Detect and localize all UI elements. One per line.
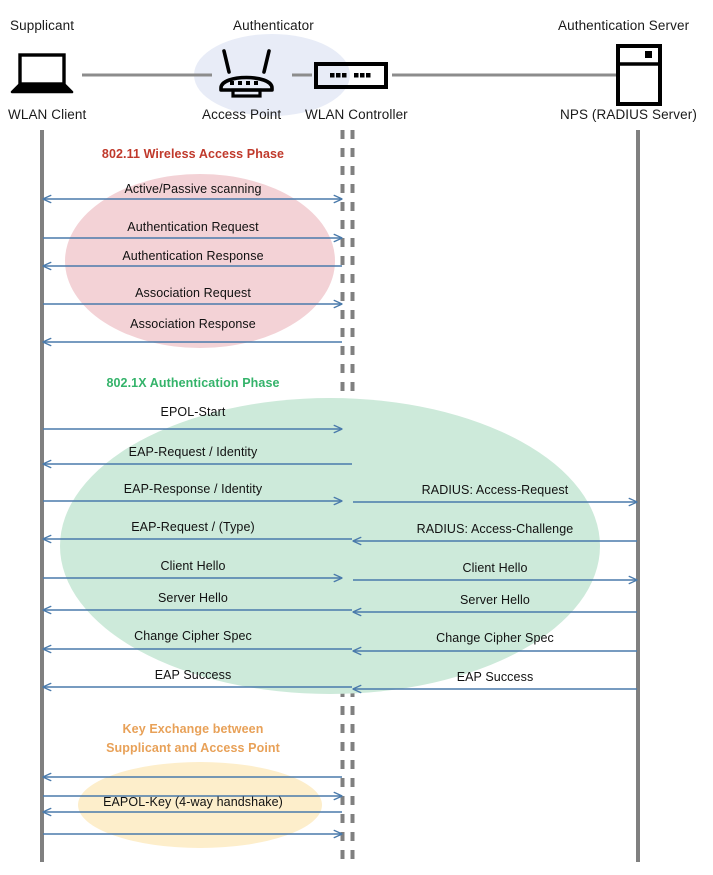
msg-client-hello-left: Client Hello: [160, 559, 226, 573]
msg-association-request: Association Request: [135, 286, 251, 300]
phase-label-key-exchange-line2: Supplicant and Access Point: [106, 741, 280, 755]
msg-client-hello-right: Client Hello: [462, 561, 528, 575]
msg-eap-success-right: EAP Success: [456, 670, 534, 684]
phase-label-key-exchange-line1: Key Exchange between: [122, 722, 264, 736]
role-title-supplicant: Supplicant: [10, 18, 75, 33]
msg-eap-request-identity: EAP-Request / Identity: [128, 445, 258, 459]
msg-authentication-response: Authentication Response: [122, 249, 264, 263]
phase-3-arrows: [43, 777, 342, 834]
msg-radius-access-challenge: RADIUS: Access-Challenge: [416, 522, 574, 536]
msg-authentication-request: Authentication Request: [127, 220, 259, 234]
device-label-wlan-client: WLAN Client: [8, 107, 87, 122]
phase-1-arrows: [43, 199, 342, 342]
msg-radius-access-request: RADIUS: Access-Request: [421, 483, 569, 497]
msg-eapol-key-4-way-handshake: EAPOL-Key (4-way handshake): [103, 795, 283, 809]
device-label-wlan-controller: WLAN Controller: [305, 107, 408, 122]
msg-association-response: Association Response: [130, 317, 256, 331]
authenticator-ellipse: [194, 34, 350, 116]
access-point-icon: [219, 49, 274, 98]
phase-label-dot1x: 802.1X Authentication Phase: [106, 376, 280, 390]
msg-eap-response-identity: EAP-Response / Identity: [123, 482, 263, 496]
server-icon: [616, 44, 662, 106]
laptop-icon: [10, 53, 74, 94]
msg-active-passive-scanning: Active/Passive scanning: [124, 182, 262, 196]
wlan-controller-icon: [314, 62, 388, 89]
msg-eap-request-type: EAP-Request / (Type): [131, 520, 255, 534]
phase-label-wireless-access: 802.11 Wireless Access Phase: [101, 147, 285, 161]
phase-ellipse-key-exchange: [78, 762, 322, 848]
phase-ellipse-dot1x: [60, 398, 600, 694]
phase-2-arrows-left: [43, 429, 352, 687]
msg-server-hello-left: Server Hello: [158, 591, 228, 605]
role-title-authenticator: Authenticator: [233, 18, 314, 33]
device-label-nps: NPS (RADIUS Server): [560, 107, 697, 122]
msg-server-hello-right: Server Hello: [460, 593, 530, 607]
msg-epol-start: EPOL-Start: [160, 405, 226, 419]
msg-eap-success-left: EAP Success: [154, 668, 232, 682]
phase-2-arrows-right: [353, 502, 637, 689]
msg-change-cipher-spec-right: Change Cipher Spec: [436, 631, 554, 645]
role-title-auth-server: Authentication Server: [558, 18, 690, 33]
device-label-access-point: Access Point: [202, 107, 282, 122]
msg-change-cipher-spec-left: Change Cipher Spec: [134, 629, 252, 643]
